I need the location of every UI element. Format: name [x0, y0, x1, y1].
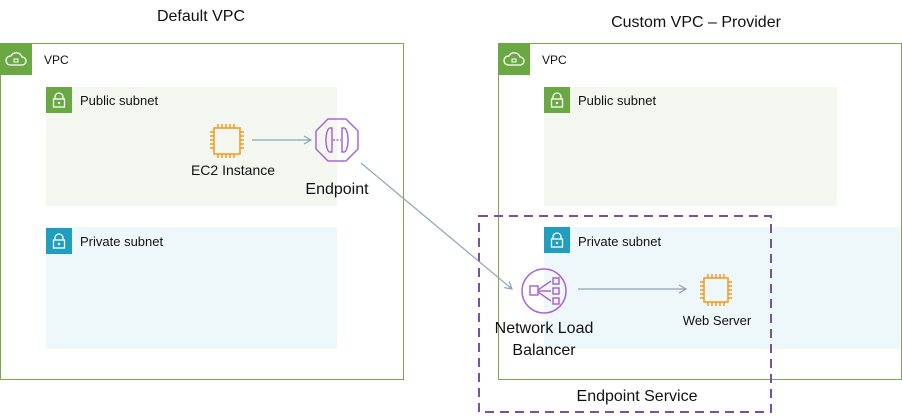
private-subnet-label: Private subnet — [578, 234, 662, 249]
endpoint-service-box — [478, 215, 772, 413]
network-load-balancer-icon — [521, 268, 567, 314]
public-subnet-label: Public subnet — [80, 93, 159, 108]
default-vpc-title: Default VPC — [156, 8, 246, 25]
nlb-label-line2: Balancer — [512, 342, 576, 359]
vpc-cloud-icon — [0, 43, 32, 75]
endpoint-service-label: Endpoint Service — [576, 388, 698, 405]
private-subnet — [544, 227, 900, 349]
web-server-icon — [700, 274, 732, 306]
lock-icon — [46, 228, 72, 254]
lock-icon — [544, 227, 570, 253]
public-subnet-label: Public subnet — [578, 93, 657, 108]
endpoint-label: Endpoint — [305, 181, 369, 198]
endpoint-to-nlb-arrow — [360, 162, 513, 290]
public-subnet — [544, 87, 837, 206]
default-vpc-box — [0, 43, 404, 380]
private-subnet-label: Private subnet — [80, 234, 164, 249]
public-subnet — [46, 87, 337, 206]
endpoint-icon — [315, 118, 359, 162]
private-subnet — [46, 227, 337, 349]
ec2-instance-icon — [210, 124, 244, 158]
ec2-instance-label: EC2 Instance — [190, 162, 276, 178]
nlb-label-line1: Network Load — [494, 320, 594, 337]
custom-vpc-title: Custom VPC – Provider — [611, 14, 781, 31]
vpc-cloud-icon — [498, 43, 530, 75]
web-server-label: Web Server — [682, 313, 752, 328]
lock-icon — [544, 87, 570, 113]
lock-icon — [46, 87, 72, 113]
vpc-label: VPC — [44, 53, 69, 67]
nlb-label: Network Load Balancer — [495, 318, 594, 362]
vpc-label: VPC — [542, 53, 567, 67]
